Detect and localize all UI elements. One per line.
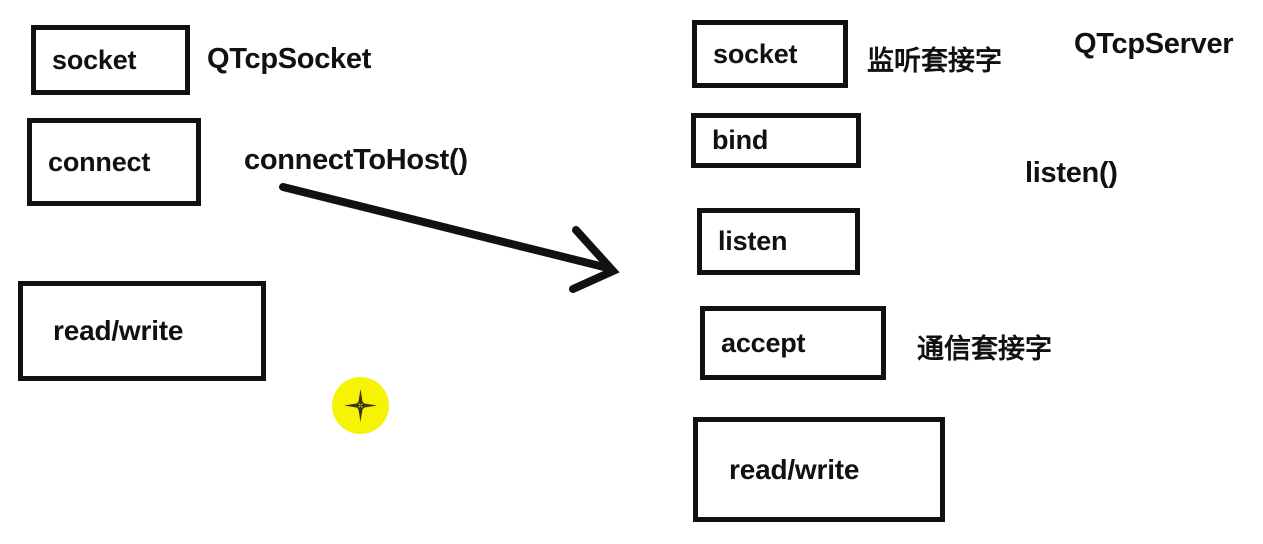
server-box-bind[interactable]: bind xyxy=(691,113,861,168)
server-box-socket[interactable]: socket xyxy=(692,20,848,88)
client-box-read-write[interactable]: read/write xyxy=(18,281,266,381)
client-call-label: connectToHost() xyxy=(244,144,468,176)
arrow-shaft xyxy=(279,183,612,272)
server-box-bind-label: bind xyxy=(712,125,769,155)
server-box-accept[interactable]: accept xyxy=(700,306,886,380)
client-api-label: QTcpSocket xyxy=(207,43,372,75)
server-box-listen-label: listen xyxy=(718,226,788,256)
server-call-label: listen() xyxy=(1025,157,1118,189)
server-box-read-write-label: read/write xyxy=(729,453,860,485)
server-box-accept-label: accept xyxy=(721,327,806,358)
crosshair-cursor-icon xyxy=(344,389,377,422)
client-to-server-arrow xyxy=(279,183,620,293)
server-box-read-write[interactable]: read/write xyxy=(693,417,945,522)
server-box-socket-label: socket xyxy=(713,38,798,69)
client-box-connect[interactable]: connect xyxy=(27,118,201,206)
communication-socket-label: 通信套接字 xyxy=(917,334,1052,365)
client-box-socket-label: socket xyxy=(52,44,137,75)
client-box-read-write-label: read/write xyxy=(53,315,184,346)
server-box-listen[interactable]: listen xyxy=(697,208,860,275)
client-box-socket[interactable]: socket xyxy=(31,25,190,95)
arrow-head xyxy=(569,226,620,293)
listening-socket-label: 监听套接字 xyxy=(867,46,1002,77)
client-box-connect-label: connect xyxy=(48,146,151,177)
server-api-label: QTcpServer xyxy=(1074,28,1234,60)
